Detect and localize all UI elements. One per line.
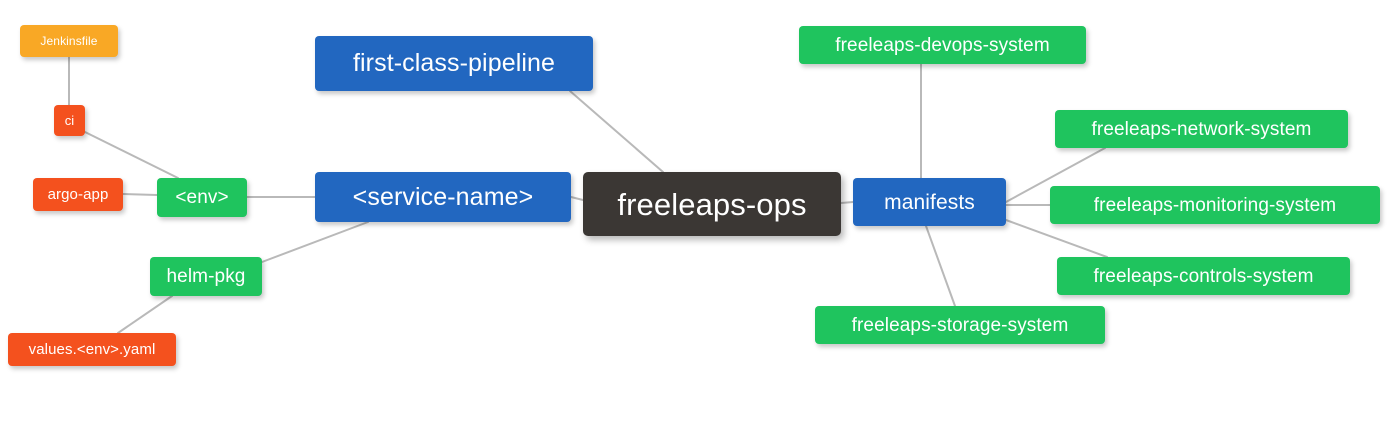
node-label: Jenkinsfile bbox=[40, 34, 98, 48]
node-env[interactable]: <env> bbox=[157, 178, 247, 217]
node-freeleaps-devops-system[interactable]: freeleaps-devops-system bbox=[799, 26, 1086, 64]
edge-argo-app-to-env bbox=[122, 193, 158, 196]
edge-service-name-to-freeleaps-ops bbox=[570, 196, 584, 201]
edge-freeleaps-ops-to-manifests bbox=[840, 201, 854, 204]
edge-helm-pkg-to-values-env-yaml bbox=[117, 295, 173, 334]
node-label: freeleaps-storage-system bbox=[851, 314, 1069, 336]
node-freeleaps-storage-system[interactable]: freeleaps-storage-system bbox=[815, 306, 1105, 344]
node-label: helm-pkg bbox=[166, 266, 246, 287]
node-label: values.<env>.yaml bbox=[28, 341, 156, 358]
node-argo-app[interactable]: argo-app bbox=[33, 178, 123, 211]
node-label: freeleaps-controls-system bbox=[1093, 265, 1314, 287]
node-label: argo-app bbox=[47, 186, 109, 203]
edge-ci-to-env bbox=[84, 131, 179, 179]
node-label: ci bbox=[64, 113, 75, 128]
node-label: manifests bbox=[884, 190, 975, 214]
node-label: first-class-pipeline bbox=[352, 49, 556, 77]
node-label: <service-name> bbox=[352, 182, 534, 211]
node-freeleaps-network-system[interactable]: freeleaps-network-system bbox=[1055, 110, 1348, 148]
node-service-name[interactable]: <service-name> bbox=[315, 172, 571, 222]
edge-service-name-to-helm-pkg bbox=[261, 221, 369, 263]
node-helm-pkg[interactable]: helm-pkg bbox=[150, 257, 262, 296]
node-label: freeleaps-monitoring-system bbox=[1093, 194, 1337, 216]
node-freeleaps-monitoring-system[interactable]: freeleaps-monitoring-system bbox=[1050, 186, 1380, 224]
node-ci[interactable]: ci bbox=[54, 105, 85, 136]
node-freeleaps-controls-system[interactable]: freeleaps-controls-system bbox=[1057, 257, 1350, 295]
edge-manifests-to-freeleaps-controls-system bbox=[1005, 219, 1108, 258]
node-first-class-pipeline[interactable]: first-class-pipeline bbox=[315, 36, 593, 91]
node-label: <env> bbox=[175, 187, 229, 208]
node-jenkinsfile[interactable]: Jenkinsfile bbox=[20, 25, 118, 57]
node-label: freeleaps-devops-system bbox=[835, 34, 1050, 56]
edge-first-class-pipeline-to-freeleaps-ops bbox=[569, 90, 664, 173]
node-label: freeleaps-ops bbox=[617, 186, 807, 222]
node-label: freeleaps-network-system bbox=[1091, 118, 1312, 140]
edge-manifests-to-freeleaps-storage-system bbox=[925, 225, 956, 307]
node-values-env-yaml[interactable]: values.<env>.yaml bbox=[8, 333, 176, 366]
node-manifests[interactable]: manifests bbox=[853, 178, 1006, 226]
node-freeleaps-ops[interactable]: freeleaps-ops bbox=[583, 172, 841, 236]
